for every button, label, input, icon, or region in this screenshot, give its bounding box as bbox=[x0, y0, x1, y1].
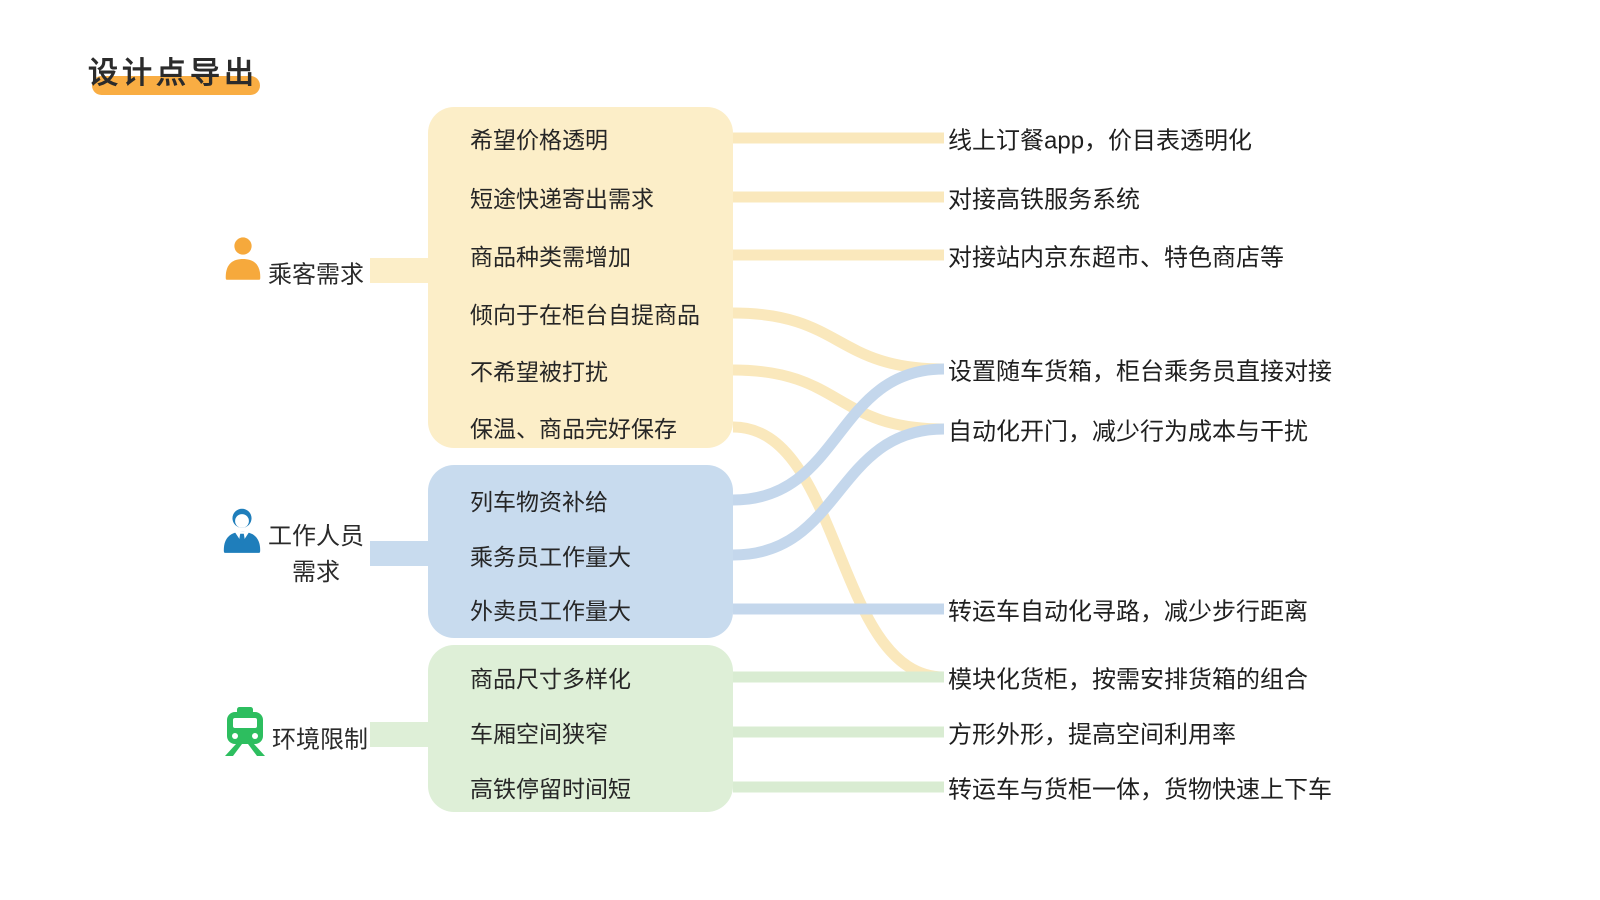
connection-passenger-5-to-output-6 bbox=[732, 421, 945, 683]
group-item-passenger-1: 短途快递寄出需求 bbox=[470, 186, 654, 212]
group-item-passenger-4: 不希望被打扰 bbox=[470, 359, 608, 385]
category-label-staff: 工作人员需求 bbox=[268, 519, 364, 591]
design-output-2: 对接站内京东超市、特色商店等 bbox=[948, 244, 1284, 272]
design-output-4: 自动化开门，减少行为成本与干扰 bbox=[948, 418, 1308, 446]
person-icon bbox=[224, 234, 262, 284]
category-label-passenger: 乘客需求 bbox=[268, 255, 364, 290]
connection-staff-1-to-output-4 bbox=[732, 423, 945, 561]
category-connector-staff bbox=[370, 541, 428, 566]
design-output-8: 转运车与货柜一体，货物快速上下车 bbox=[948, 776, 1332, 804]
design-output-3: 设置随车货箱，柜台乘务员直接对接 bbox=[948, 358, 1332, 386]
group-item-passenger-3: 倾向于在柜台自提商品 bbox=[470, 302, 700, 328]
group-item-passenger-5: 保温、商品完好保存 bbox=[470, 416, 677, 442]
design-output-7: 方形外形，提高空间利用率 bbox=[948, 721, 1236, 749]
page-title-wrap: 设计点导出 bbox=[88, 48, 260, 95]
page-title: 设计点导出 bbox=[88, 57, 258, 90]
group-item-environment-1: 车厢空间狭窄 bbox=[470, 721, 608, 747]
group-item-environment-0: 商品尺寸多样化 bbox=[470, 666, 631, 692]
design-output-0: 线上订餐app，价目表透明化 bbox=[948, 127, 1253, 155]
category-label-staff-line: 工作人员 bbox=[268, 523, 364, 550]
category-label-environment: 环境限制 bbox=[272, 720, 368, 755]
group-item-environment-2: 高铁停留时间短 bbox=[470, 776, 631, 802]
category-label-passenger-line: 乘客需求 bbox=[268, 261, 364, 289]
group-box-passenger: 希望价格透明短途快递寄出需求商品种类需增加倾向于在柜台自提商品不希望被打扰保温、… bbox=[428, 107, 733, 448]
category-label-environment-line: 环境限制 bbox=[272, 726, 368, 754]
design-output-6: 模块化货柜，按需安排货箱的组合 bbox=[948, 666, 1308, 694]
group-item-passenger-2: 商品种类需增加 bbox=[470, 244, 631, 270]
design-output-1: 对接高铁服务系统 bbox=[948, 186, 1140, 214]
train-icon bbox=[220, 706, 270, 756]
category-connector-passenger bbox=[370, 258, 428, 283]
group-item-staff-2: 外卖员工作量大 bbox=[470, 598, 631, 624]
connection-passenger-4-to-output-4 bbox=[732, 364, 945, 435]
group-item-staff-0: 列车物资补给 bbox=[470, 489, 608, 515]
group-box-staff: 列车物资补给乘务员工作量大外卖员工作量大 bbox=[428, 465, 733, 638]
group-box-environment: 商品尺寸多样化车厢空间狭窄高铁停留时间短 bbox=[428, 645, 733, 812]
category-connector-environment bbox=[370, 722, 428, 747]
group-item-passenger-0: 希望价格透明 bbox=[470, 127, 608, 153]
group-item-staff-1: 乘务员工作量大 bbox=[470, 544, 631, 570]
connection-staff-0-to-output-3 bbox=[732, 363, 945, 506]
category-label-staff-line: 需求 bbox=[292, 559, 340, 586]
title-highlight bbox=[92, 76, 260, 95]
worker-icon bbox=[222, 507, 262, 555]
design-output-5: 转运车自动化寻路，减少步行距离 bbox=[948, 598, 1308, 626]
connection-passenger-3-to-output-3 bbox=[732, 307, 945, 375]
